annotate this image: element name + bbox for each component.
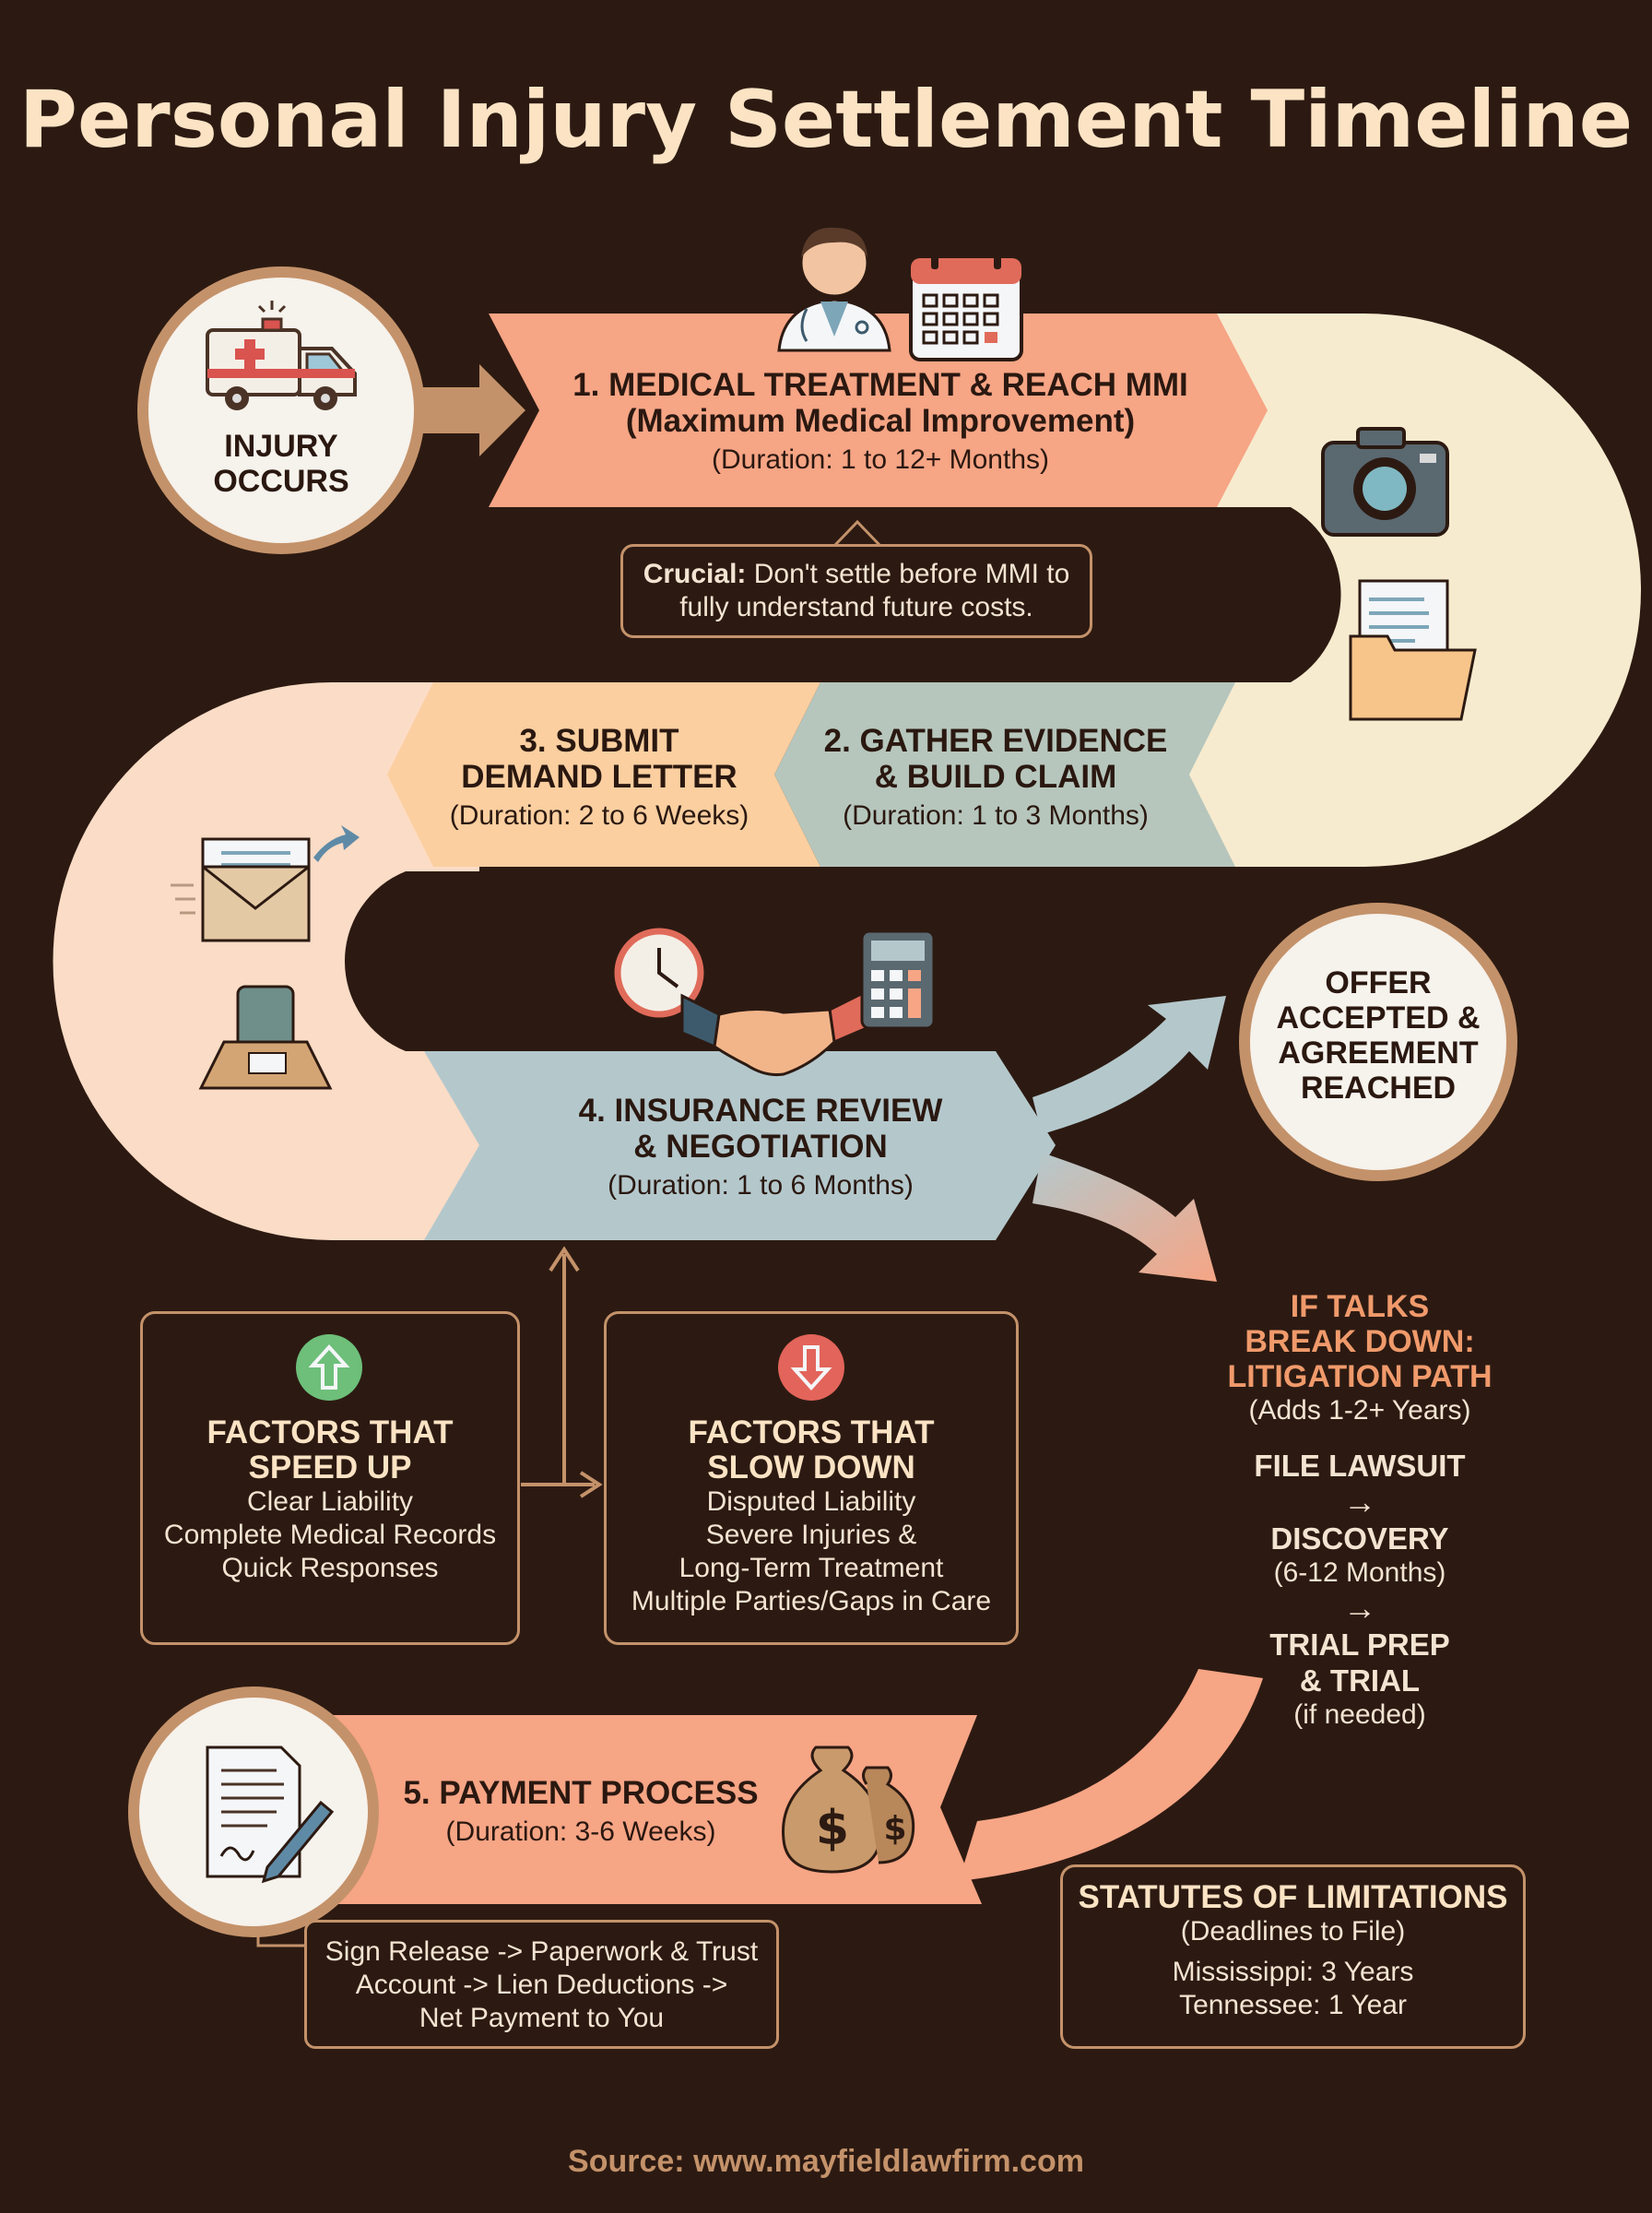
outcome-label: OFFER ACCEPTED & AGREEMENT REACHED	[1254, 965, 1503, 1106]
ambulance-icon	[206, 301, 357, 410]
calculator-icon	[860, 929, 936, 1030]
litigation-trial-note: (if needed)	[1293, 1699, 1426, 1730]
payment-note-line1: Sign Release -> Paperwork & Trust	[324, 1936, 759, 1967]
outcome-circle	[1239, 903, 1517, 1181]
injury-label-line2: OCCURS	[213, 464, 349, 499]
step3: 3. SUBMIT DEMAND LETTER (Duration: 2 to …	[433, 723, 765, 834]
injury-circle	[137, 266, 425, 554]
step1-subtitle: (Maximum Medical Improvement)	[625, 403, 1136, 439]
slow-down-box: FACTORS THAT SLOW DOWN Disputed Liabilit…	[604, 1311, 1019, 1645]
step1-note: Crucial: Don't settle before MMI to full…	[620, 544, 1092, 638]
payment-note-line2: Account -> Lien Deductions ->	[355, 1970, 728, 2000]
step3-subtitle: DEMAND LETTER	[461, 759, 738, 795]
statutes-subtitle: (Deadlines to File)	[1180, 1916, 1406, 1947]
svg-text:$: $	[816, 1801, 849, 1856]
litigation-trial: & TRIAL	[1299, 1663, 1421, 1698]
step2-band	[774, 682, 1235, 867]
speed-up-box: FACTORS THAT SPEED UP Clear Liability Co…	[140, 1311, 520, 1645]
step3-title: 3. SUBMIT	[519, 723, 679, 759]
litigation-trial-prep: TRIAL PREP	[1269, 1627, 1450, 1662]
up-arrow-icon	[296, 1334, 362, 1401]
arrow-right-icon: →	[1343, 1589, 1376, 1627]
step2-title: 2. GATHER EVIDENCE	[823, 723, 1168, 759]
step2-duration: (Duration: 1 to 3 Months)	[843, 800, 1149, 831]
step4-subtitle: & NEGOTIATION	[633, 1129, 888, 1165]
injury-label-line1: INJURY	[224, 429, 338, 464]
handshake-icon	[680, 988, 868, 1076]
step4-duration: (Duration: 1 to 6 Months)	[608, 1170, 914, 1201]
outcome-line3: AGREEMENT	[1278, 1035, 1479, 1071]
clock-icon	[614, 928, 704, 1018]
step1-title: 1. MEDICAL TREATMENT & REACH MMI	[572, 367, 1188, 403]
note-line1: Don't settle before MMI to	[746, 559, 1070, 589]
step4-title: 4. INSURANCE REVIEW	[578, 1093, 943, 1129]
calendar-icon	[909, 249, 1023, 361]
step5: 5. PAYMENT PROCESS (Duration: 3-6 Weeks)	[387, 1775, 774, 1850]
slow-down-item: Disputed Liability	[706, 1486, 916, 1517]
speed-up-item: Complete Medical Records	[163, 1520, 497, 1550]
litigation-path: IF TALKS BREAK DOWN: LITIGATION PATH (Ad…	[1198, 1289, 1521, 1732]
outcome-line4: REACHED	[1300, 1071, 1457, 1106]
step1-band	[489, 314, 1268, 507]
step1: 1. MEDICAL TREATMENT & REACH MMI (Maximu…	[516, 367, 1245, 478]
slow-down-subtitle: SLOW DOWN	[707, 1450, 915, 1485]
speed-up-subtitle: SPEED UP	[248, 1450, 412, 1485]
source-link[interactable]: www.mayfieldlawfirm.com	[693, 2144, 1084, 2179]
desk-icon	[198, 985, 333, 1090]
litigation-head-line3: LITIGATION PATH	[1227, 1359, 1493, 1394]
litigation-return-curve	[959, 1669, 1263, 1881]
step1-duration: (Duration: 1 to 12+ Months)	[711, 444, 1050, 475]
litigation-head-line2: BREAK DOWN:	[1245, 1324, 1475, 1359]
speed-up-item: Quick Responses	[221, 1553, 439, 1583]
camera-icon	[1321, 427, 1449, 537]
outcome-line2: ACCEPTED &	[1276, 1000, 1481, 1035]
step2: 2. GATHER EVIDENCE & BUILD CLAIM (Durati…	[811, 723, 1180, 834]
envelope-icon	[171, 825, 360, 942]
step3-band	[387, 682, 820, 867]
slow-down-item: Severe Injuries &	[705, 1520, 917, 1550]
contract-icon	[206, 1746, 335, 1884]
step5-duration: (Duration: 3-6 Weeks)	[445, 1817, 716, 1847]
down-arrow-icon	[778, 1334, 844, 1401]
slow-down-item: Long-Term Treatment	[678, 1553, 944, 1583]
step4: 4. INSURANCE REVIEW & NEGOTIATION (Durat…	[498, 1093, 1023, 1203]
arrow-right-icon: →	[1343, 1483, 1376, 1521]
statute-item: Mississippi: 3 Years	[1172, 1957, 1414, 1987]
folder-icon	[1349, 579, 1477, 721]
speed-up-title: FACTORS THAT	[206, 1414, 454, 1450]
branch-down-arrow	[1032, 1153, 1217, 1282]
source-label: Source:	[568, 2144, 685, 2179]
litigation-discovery: DISCOVERY	[1270, 1521, 1449, 1556]
svg-text:$: $	[883, 1810, 906, 1848]
step2-subtitle: & BUILD CLAIM	[874, 759, 1117, 795]
injury-label: INJURY OCCURS	[152, 429, 410, 499]
payment-note-line3: Net Payment to You	[419, 2003, 665, 2033]
payment-note: Sign Release -> Paperwork & Trust Accoun…	[304, 1920, 779, 2049]
step3-duration: (Duration: 2 to 6 Weeks)	[449, 800, 749, 831]
slow-down-item: Multiple Parties/Gaps in Care	[631, 1586, 992, 1616]
doctor-icon	[777, 227, 891, 352]
left-curve	[53, 682, 480, 1240]
branch-up-arrow	[1032, 996, 1226, 1134]
outcome-line1: OFFER	[1325, 965, 1432, 1000]
litigation-file-lawsuit: FILE LAWSUIT	[1254, 1449, 1466, 1483]
speed-up-item: Clear Liability	[246, 1486, 414, 1517]
money-bags-icon: $ $	[782, 1746, 915, 1874]
litigation-head-line1: IF TALKS	[1290, 1289, 1430, 1324]
step4-band	[424, 1051, 1056, 1240]
statutes-box: STATUTES OF LIMITATIONS (Deadlines to Fi…	[1060, 1864, 1526, 2049]
litigation-adds: (Adds 1-2+ Years)	[1248, 1395, 1471, 1426]
step5-title: 5. PAYMENT PROCESS	[403, 1775, 759, 1811]
source: Source: www.mayfieldlawfirm.com	[0, 2144, 1652, 2180]
statutes-title: STATUTES OF LIMITATIONS	[1078, 1879, 1508, 1915]
slow-down-title: FACTORS THAT	[688, 1414, 935, 1450]
litigation-discovery-duration: (6-12 Months)	[1273, 1557, 1446, 1588]
note-bold: Crucial:	[643, 559, 747, 589]
statute-item: Tennessee: 1 Year	[1179, 1990, 1407, 2020]
note-line2: fully understand future costs.	[679, 592, 1033, 622]
page-title: Personal Injury Settlement Timeline	[18, 74, 1634, 166]
